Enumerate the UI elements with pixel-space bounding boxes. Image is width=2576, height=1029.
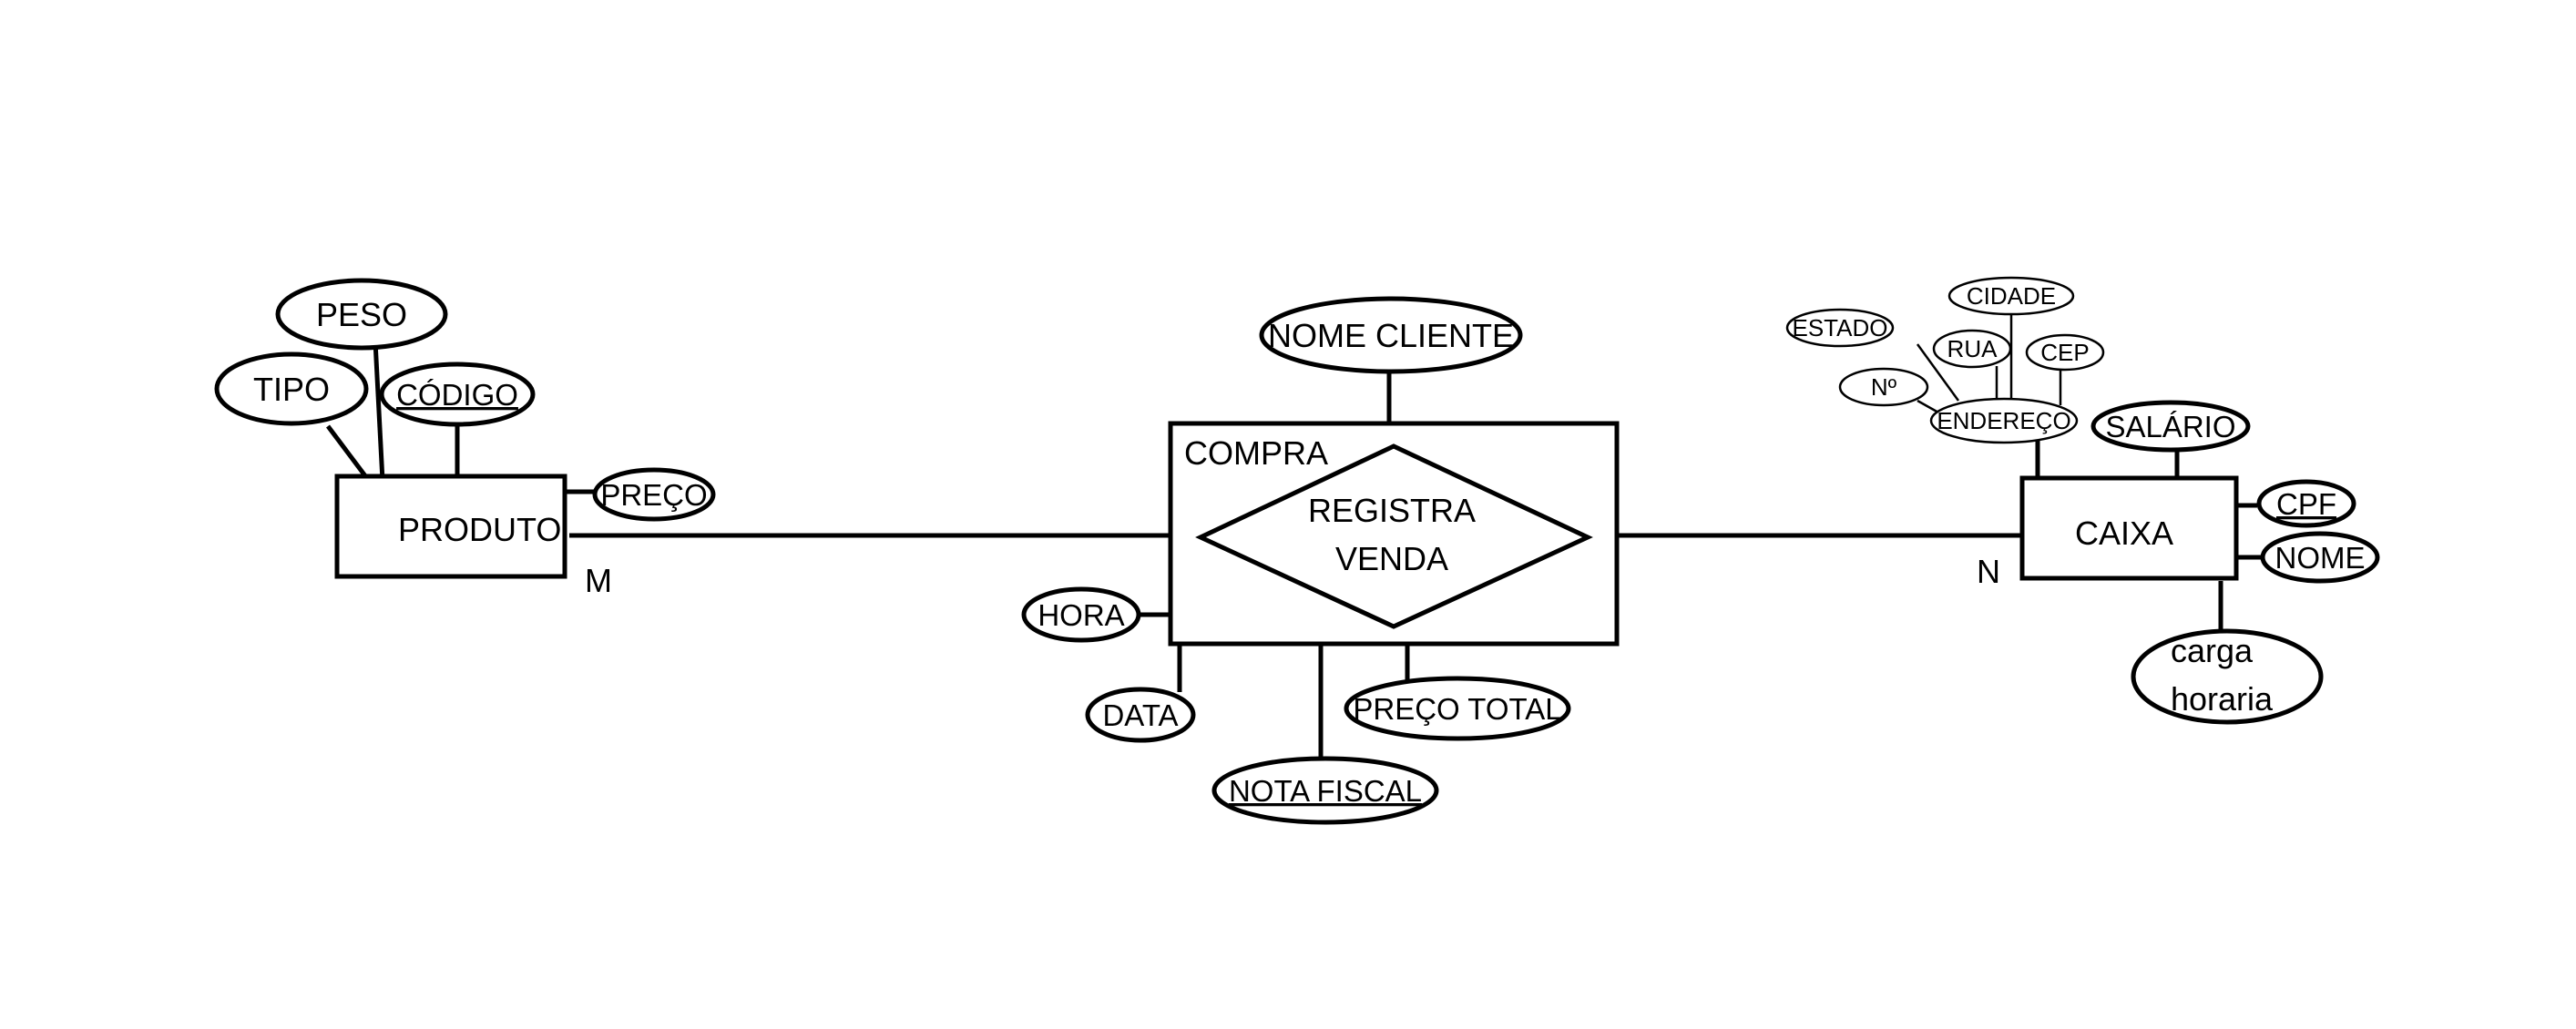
attr-cidade-label: CIDADE xyxy=(1967,282,2056,310)
attr-tipo[interactable]: TIPO xyxy=(214,351,369,426)
attr-salario[interactable]: SALÁRIO xyxy=(2090,400,2251,453)
attr-tipo-label: TIPO xyxy=(253,371,330,408)
attr-estado[interactable]: ESTADO xyxy=(1785,308,1895,348)
attr-hora-label: HORA xyxy=(1038,598,1124,632)
attr-nome-label: NOME xyxy=(2275,541,2366,575)
entity-caixa[interactable]: CAIXA xyxy=(2019,475,2239,581)
attr-salario-oval xyxy=(2090,400,2251,453)
attr-preco-oval xyxy=(592,467,716,522)
attr-cep[interactable]: CEP xyxy=(2025,333,2105,372)
attr-cep-label: CEP xyxy=(2040,339,2089,366)
attr-carga-horaria-oval xyxy=(2131,628,2324,725)
attr-cidade-oval xyxy=(1947,276,2075,316)
attr-codigo[interactable]: CÓDIGO xyxy=(379,362,536,427)
attr-data-label: DATA xyxy=(1102,698,1178,732)
attr-nota-fiscal[interactable]: NOTA FISCAL xyxy=(1211,756,1439,825)
attr-carga-horaria[interactable]: carga horaria xyxy=(2131,628,2324,725)
attr-nome-oval xyxy=(2260,531,2380,584)
attr-cep-oval xyxy=(2025,333,2105,372)
attr-codigo-oval xyxy=(379,362,536,427)
attr-tipo-oval xyxy=(214,351,369,426)
entity-produto[interactable]: PRODUTO xyxy=(334,474,567,579)
attr-numero[interactable]: Nº xyxy=(1838,367,1929,407)
attr-numero-label: Nº xyxy=(1871,373,1897,401)
attr-salario-label: SALÁRIO xyxy=(2105,410,2235,443)
attr-cpf-oval xyxy=(2256,479,2356,528)
relationship-label-line1: REGISTRA xyxy=(1308,492,1476,529)
attr-nota-fiscal-oval xyxy=(1211,756,1439,825)
attr-codigo-label: CÓDIGO xyxy=(396,378,518,412)
attr-preco-total-oval xyxy=(1344,676,1571,741)
attr-cpf-label: CPF xyxy=(2276,487,2336,521)
attr-hora-oval xyxy=(1021,586,1141,643)
cardinality-m: M xyxy=(585,562,612,599)
attr-nome[interactable]: NOME xyxy=(2260,531,2380,584)
attr-rua[interactable]: RUA xyxy=(1932,329,2012,369)
line-tipo xyxy=(326,424,371,483)
relationship-label-line2: VENDA xyxy=(1335,540,1448,577)
attr-nota-fiscal-label: NOTA FISCAL xyxy=(1229,774,1422,808)
attr-estado-label: ESTADO xyxy=(1793,314,1888,341)
attr-hora[interactable]: HORA xyxy=(1021,586,1141,643)
relationship-compra[interactable]: COMPRA REGISTRA VENDA xyxy=(1168,421,1620,647)
attr-rua-label: RUA xyxy=(1947,335,1998,362)
attr-peso-oval xyxy=(275,278,448,351)
attr-nome-cliente-label: NOME CLIENTE xyxy=(1268,317,1514,354)
attr-peso-label: PESO xyxy=(316,296,407,333)
line-estado xyxy=(1916,343,1960,402)
attr-preco-label: PREÇO xyxy=(600,478,707,512)
attr-endereco-oval xyxy=(1929,397,2079,444)
attr-peso[interactable]: PESO xyxy=(275,278,448,351)
attr-cidade[interactable]: CIDADE xyxy=(1947,276,2075,316)
attr-nome-cliente-oval xyxy=(1259,296,1523,374)
line-peso xyxy=(373,341,385,482)
entity-caixa-label: CAIXA xyxy=(2075,514,2173,552)
attr-carga-horaria-line2: horaria xyxy=(2171,680,2274,718)
attr-data-oval xyxy=(1085,687,1196,743)
attr-cpf[interactable]: CPF xyxy=(2256,479,2356,528)
cardinality-n: N xyxy=(1977,553,2000,590)
attr-nome-cliente[interactable]: NOME CLIENTE xyxy=(1259,296,1523,374)
entity-caixa-box xyxy=(2019,475,2239,581)
attr-numero-oval xyxy=(1838,367,1929,407)
relationship-registra-venda-diamond xyxy=(1195,443,1593,629)
connector-lines xyxy=(326,314,2264,765)
attr-rua-oval xyxy=(1932,329,2012,369)
entity-produto-box xyxy=(334,474,567,579)
attr-preco-total-label: PREÇO TOTAL xyxy=(1353,692,1561,726)
aggregate-compra-label: COMPRA xyxy=(1184,434,1328,472)
attr-endereco-label: ENDEREÇO xyxy=(1937,407,2070,434)
attr-preco-total[interactable]: PREÇO TOTAL xyxy=(1344,676,1571,741)
attr-endereco[interactable]: ENDEREÇO xyxy=(1929,397,2079,444)
entity-produto-label: PRODUTO xyxy=(398,511,561,548)
attr-preco[interactable]: PREÇO xyxy=(592,467,716,522)
attr-data[interactable]: DATA xyxy=(1085,687,1196,743)
attr-estado-oval xyxy=(1785,308,1895,348)
attr-carga-horaria-line1: carga xyxy=(2171,632,2254,669)
